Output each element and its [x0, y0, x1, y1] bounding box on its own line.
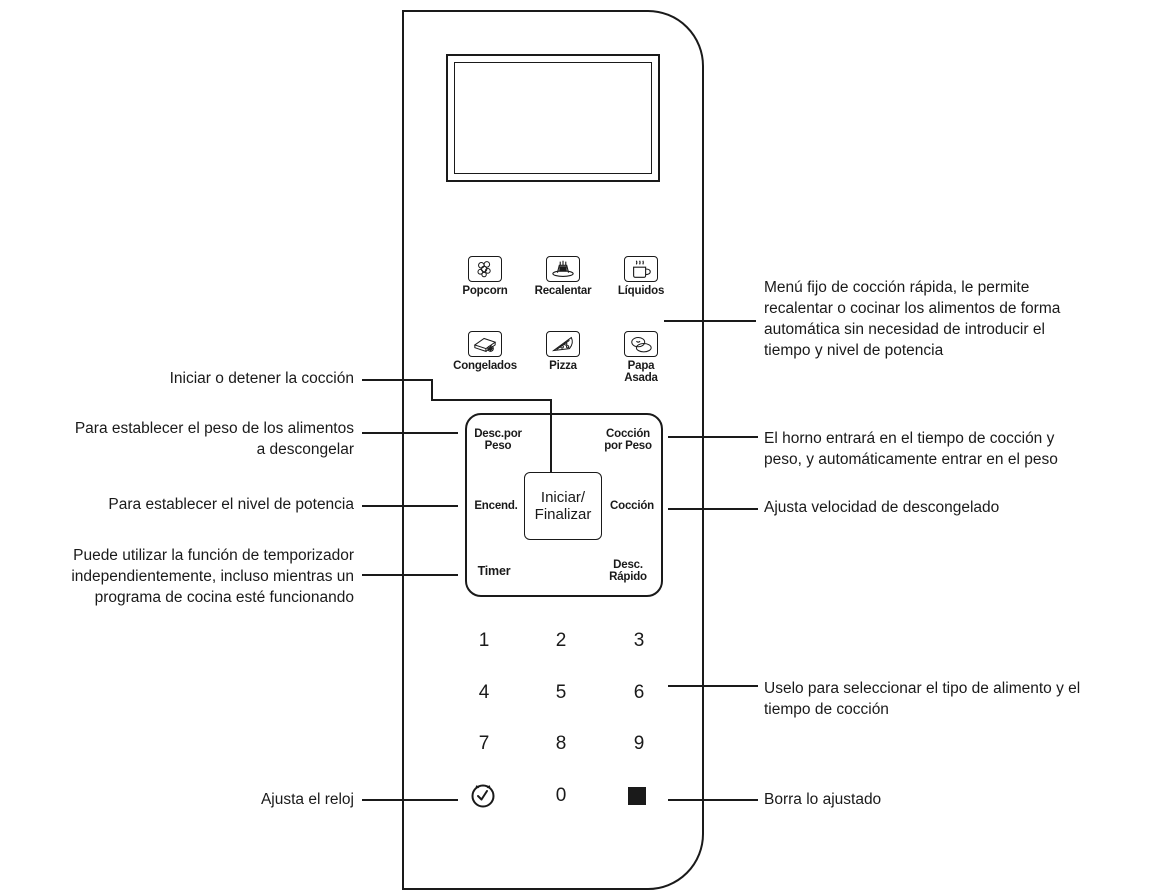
stop-square-icon[interactable]	[628, 787, 646, 805]
popcorn-button[interactable]: Popcorn	[440, 256, 530, 297]
pizza-label: Pizza	[549, 360, 577, 372]
callout-numbers-line2: tiempo de cocción	[764, 701, 889, 718]
key-8[interactable]: 8	[555, 733, 567, 754]
potato-icon	[624, 331, 658, 357]
timer-button[interactable]: Timer	[477, 564, 511, 578]
popcorn-icon	[468, 256, 502, 282]
callout-timer-line1: Puede utilizar la función de temporizado…	[73, 547, 354, 564]
frozen-button[interactable]: Congelados	[440, 331, 530, 372]
baked-potato-button[interactable]: Papa Asada	[596, 331, 686, 384]
frozen-label: Congelados	[453, 360, 517, 372]
callout-defrost-speed: Ajusta velocidad de descongelado	[764, 499, 1000, 516]
reheat-label: Recalentar	[534, 285, 592, 297]
key-3[interactable]: 3	[633, 630, 645, 651]
liquids-button[interactable]: Líquidos	[596, 256, 686, 297]
key-7[interactable]: 7	[478, 733, 490, 754]
callout-numbers: Uselo para seleccionar el tipo de alimen…	[764, 678, 1158, 720]
callout-timer-line3: programa de cocina esté funcionando	[94, 589, 354, 606]
leader-start-v2	[550, 399, 552, 473]
pizza-icon	[546, 331, 580, 357]
key-2[interactable]: 2	[555, 630, 567, 651]
liquids-icon	[624, 256, 658, 282]
callout-menu-line3: automática sin necesidad de introducir e…	[764, 321, 1045, 338]
reheat-button[interactable]: Recalentar	[518, 256, 608, 297]
potato-label-line1: Papa	[627, 360, 655, 372]
callout-clock: Ajusta el reloj	[260, 791, 354, 808]
callout-menu-line4: tiempo y nivel de potencia	[764, 342, 944, 359]
reheat-icon	[546, 256, 580, 282]
leader-numbers	[668, 685, 758, 687]
defrost-by-weight-button[interactable]: Desc.por Peso	[468, 428, 528, 452]
callout-weight-line2: a descongelar	[256, 441, 354, 458]
callout-weight: Para establecer el peso de los alimentos…	[0, 418, 354, 460]
cook-button[interactable]: Cocción	[610, 500, 654, 512]
callout-menu-line1: Menú fijo de cocción rápida, le permite	[764, 279, 1030, 296]
leader-weight	[362, 432, 458, 434]
liquids-label: Líquidos	[617, 285, 665, 297]
key-9[interactable]: 9	[633, 733, 645, 754]
callout-cook-weight-line1: El horno entrará en el tiempo de cocción…	[764, 430, 1055, 447]
start-line1: Iniciar/	[540, 489, 586, 506]
callout-numbers-line1: Uselo para seleccionar el tipo de alimen…	[764, 680, 1081, 697]
leader-start-v1	[431, 379, 433, 400]
clock-button[interactable]	[470, 783, 496, 809]
callout-menu: Menú fijo de cocción rápida, le permite …	[764, 277, 1154, 361]
potato-label: Papa Asada	[596, 360, 686, 384]
callout-clear: Borra lo ajustado	[764, 791, 882, 808]
leader-clear	[668, 799, 758, 801]
defrost-by-weight-line2: Peso	[484, 440, 512, 452]
callout-cook-weight-line2: peso, y automáticamente entrar en el pes…	[764, 451, 1058, 468]
start-stop-button[interactable]: Iniciar/ Finalizar	[524, 472, 602, 540]
leader-cook-weight	[668, 436, 758, 438]
quick-defrost-line2: Rápido	[609, 571, 647, 583]
start-line2: Finalizar	[534, 506, 592, 523]
popcorn-label: Popcorn	[462, 285, 508, 297]
callout-menu-line2: recalentar o cocinar los alimentos de fo…	[764, 300, 1061, 317]
callout-power: Para establecer el nivel de potencia	[108, 496, 354, 513]
pizza-button[interactable]: Pizza	[518, 331, 608, 372]
potato-label-line2: Asada	[624, 372, 658, 384]
cook-by-weight-line1: Cocción	[606, 428, 650, 440]
defrost-by-weight-line1: Desc.por	[474, 428, 522, 440]
leader-start-h1	[362, 379, 432, 381]
quick-defrost-line1: Desc.	[613, 559, 643, 571]
key-6[interactable]: 6	[633, 682, 645, 703]
leader-menu	[664, 320, 756, 322]
frozen-icon	[468, 331, 502, 357]
clock-icon	[471, 784, 495, 808]
leader-timer	[362, 574, 458, 576]
leader-defrost-speed	[668, 508, 758, 510]
power-button[interactable]: Encend.	[474, 500, 518, 512]
leader-clock	[362, 799, 458, 801]
leader-start-h2	[431, 399, 551, 401]
callout-start: Iniciar o detener la cocción	[169, 370, 354, 387]
cook-by-weight-line2: por Peso	[604, 440, 652, 452]
callout-timer-line2: independientemente, incluso mientras un	[71, 568, 354, 585]
key-5[interactable]: 5	[555, 682, 567, 703]
control-panel-diagram: Popcorn Recalentar Líquidos	[0, 10, 1158, 890]
key-1[interactable]: 1	[478, 630, 490, 651]
function-keys-frame	[465, 413, 663, 597]
lcd-display	[446, 54, 660, 182]
callout-timer: Puede utilizar la función de temporizado…	[0, 545, 354, 608]
leader-power	[362, 505, 458, 507]
key-0[interactable]: 0	[555, 785, 567, 806]
cook-by-weight-button[interactable]: Cocción por Peso	[596, 428, 660, 452]
callout-weight-line1: Para establecer el peso de los alimentos	[74, 420, 354, 437]
callout-cook-weight: El horno entrará en el tiempo de cocción…	[764, 428, 1158, 470]
quick-defrost-button[interactable]: Desc. Rápido	[600, 559, 656, 583]
key-4[interactable]: 4	[478, 682, 490, 703]
